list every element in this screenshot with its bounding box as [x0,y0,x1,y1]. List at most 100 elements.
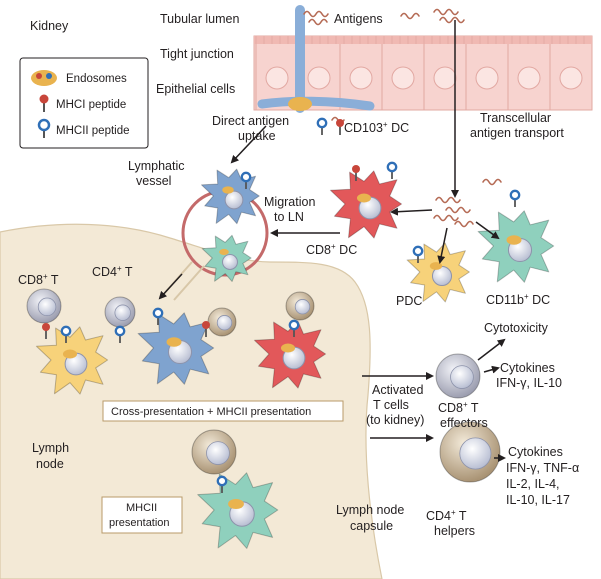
mhc2-presentation-label-2: presentation [109,517,170,529]
red-cd8-dc [329,170,403,239]
mhc2-presentation-label-1: MHCII [126,502,157,514]
antigen-squiggle [433,214,459,222]
mhc2-peptide-icon [316,117,328,135]
mhc2-peptide-icon [60,325,72,343]
cross-presentation-box [102,400,344,422]
mhc2-peptide-icon [114,325,126,343]
lymph-node-label-1: Lymph [32,441,69,455]
endosome [356,193,372,203]
arrow-to-lymph-node [158,273,183,300]
mhc1-peptide-icon [336,119,344,135]
cd4-cytokines-line1: IFN-γ, TNF-α [506,461,579,475]
epithelial-cell-nucleus [559,66,583,90]
mhc2-peptide-icon [386,161,398,179]
epithelial-cell-nucleus [265,66,289,90]
antigen-squiggle [308,18,328,26]
cd4-t-helper [439,421,501,483]
antigen-squiggle [433,8,459,16]
endosome [288,97,312,111]
pdc-label: PDC [396,294,422,308]
endosome [62,349,78,359]
epithelial-cell-nucleus [517,66,541,90]
mhc1-peptide-icon [202,321,210,337]
transcellular-label-2: antigen transport [470,126,564,140]
mhc2-peptide-icon [240,171,252,189]
helper-t-cell-1 [207,307,237,337]
epithelial-cell-nucleus [475,66,499,90]
cross-presentation-label: Cross-presentation + MHCII presentation [111,406,311,418]
green-dc-mhc2-presentation [197,472,279,549]
dc-dendrite-under-epithelium [257,96,375,111]
mhc1-peptide-icon [352,165,360,181]
arrow-cd8-cytokines [483,365,500,374]
mhc2-legend-icon [37,118,51,132]
endosome [429,262,443,270]
epithelial-cell-nucleus [349,66,373,90]
epithelial-cell-nucleus [307,66,331,90]
activated-label-3: (to kidney) [366,413,424,427]
blue-dc-lymph-node [137,312,215,385]
cd8-t-cell-1 [26,288,62,324]
legend: Endosomes MHCI peptide MHCII peptide [19,57,149,149]
tubule-epithelium [253,35,593,111]
activated-label-2: T cells [373,398,409,412]
cd8-effector-label-2: effectors [440,416,488,430]
cd8-cytokines-title: Cytokines [500,361,555,375]
mhc2-peptide-icon [216,475,228,493]
endosome [166,337,182,347]
mhc1-legend-icon [39,94,49,104]
legend-endosomes: Endosomes [66,73,127,85]
epithelial-cell-nucleus [433,66,457,90]
yellow-dc-lymph-node [35,326,109,395]
epithelial-cell-nucleus [391,66,415,90]
endosome [222,186,234,194]
yellow-pdc [406,242,470,303]
green-cd11b-dc [477,210,555,283]
antigen-squiggle [435,196,461,204]
legend-mhc2: MHCII peptide [56,125,130,137]
mhc2-peptide-icon [412,245,424,263]
activated-label-1: Activated [372,383,423,397]
cd4-cytokines-line2: IL-2, IL-4, [506,477,560,491]
antigen-squiggle [303,10,329,18]
green-dc-in-lymphatic [201,234,252,282]
endosome-legend-icon [31,70,57,86]
cd8-cytokines-list: IFN-γ, IL-10 [496,376,562,390]
endosome [506,235,522,245]
direct-uptake-label-1: Direct antigen [212,114,289,128]
cd4-t-cell-1 [104,296,136,328]
cd4-cytokines-line3: IL-10, IL-17 [506,493,570,507]
antigens [303,8,502,228]
endosome [219,248,229,256]
mhc2-peptide-icon [288,319,300,337]
lymphatic-label-1: Lymphatic [128,159,185,173]
cd4-t-label: CD4+ T [92,264,133,279]
mhc2-presentation-box [101,496,183,534]
epithelial-cells-label: Epithelial cells [156,82,235,96]
cd8-effector-label-1: CD8+ T [438,400,479,415]
endosome [228,498,244,510]
cd11b-dc-label: CD11b+ DC [486,292,550,307]
direct-uptake-label-2: uptake [238,129,276,143]
arrow-antigen-to-cd8-dc [390,207,433,216]
migration-label-1: Migration [264,195,315,209]
tight-junction-label: Tight junction [160,47,234,61]
arrows [158,20,506,462]
antigen-squiggle [400,12,420,20]
tubular-lumen-label: Tubular lumen [160,12,239,26]
antigen-squiggle [439,16,465,24]
helper-t-cell-2 [285,291,315,321]
antigen-squiggle [445,206,471,214]
cd8-dc-label: CD8+ DC [306,242,357,257]
antigens-label: Antigens [334,12,383,26]
red-dc-lymph-node [253,320,327,389]
cd4-cytokines-title: Cytokines [508,445,563,459]
capsule-label-2: capsule [350,519,393,533]
arrow-direct-uptake-to-lymphatic [230,125,267,164]
mhc2-peptide-icon [152,307,164,325]
transcellular-label-1: Transcellular [480,111,551,125]
lymph-node-label-2: node [36,457,64,471]
mhc2-peptide-icon [509,189,521,207]
arrow-cytotoxicity [477,338,506,361]
